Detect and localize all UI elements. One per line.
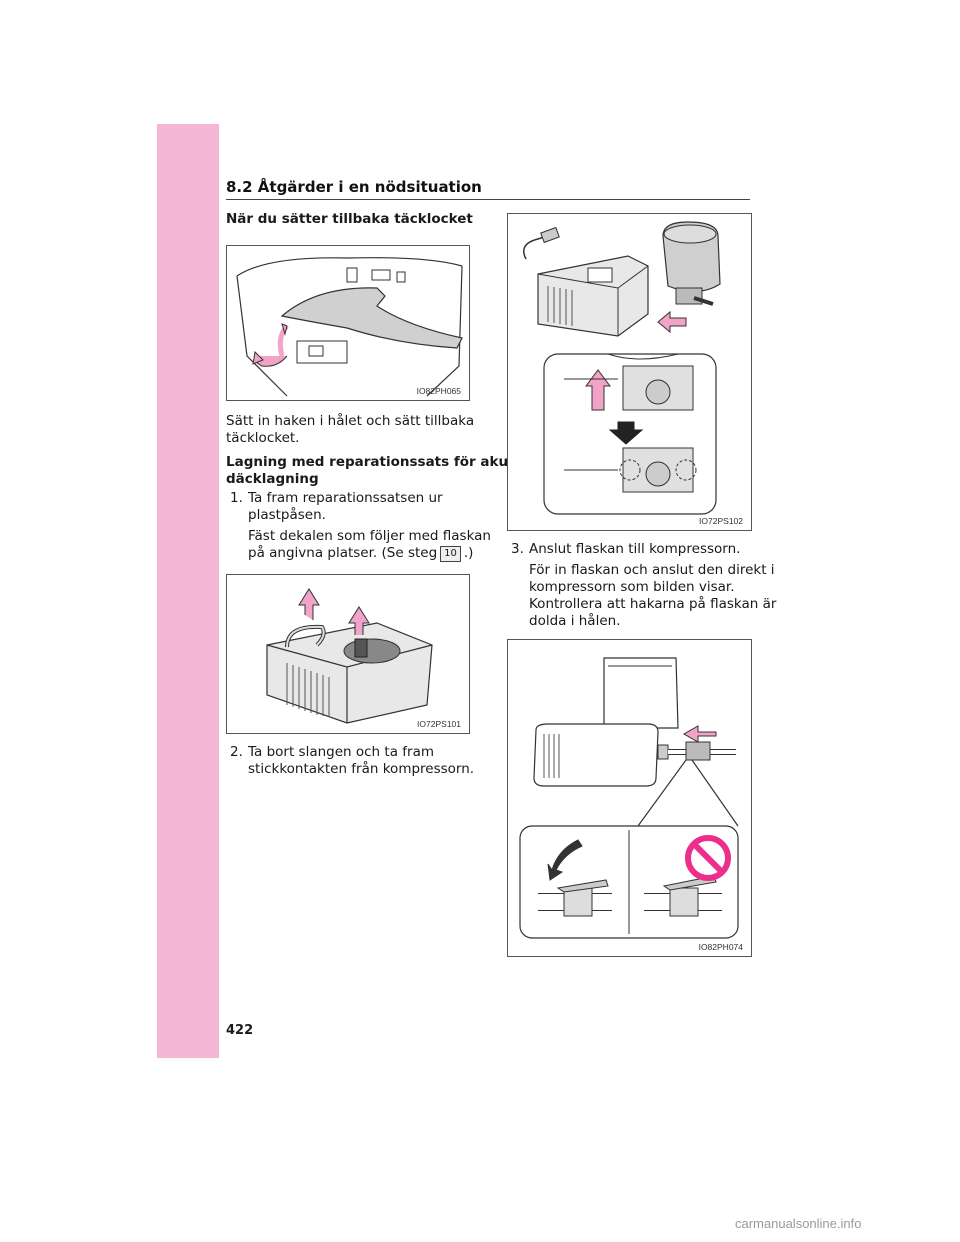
figure-code: IO82PH074 bbox=[698, 942, 743, 952]
step-number: 3. bbox=[511, 541, 524, 557]
text-line: däcklagning bbox=[226, 471, 319, 487]
hook-check-illustration bbox=[519, 657, 739, 939]
section-heading: 8.2 Åtgärder i en nödsituation bbox=[226, 178, 482, 196]
figure-hook-check: IO82PH074 bbox=[507, 639, 752, 957]
figure-code: IO72PS101 bbox=[417, 719, 461, 729]
subheading-cover: När du sätter tillbaka täcklocket bbox=[226, 211, 473, 227]
repair-kit-illustration bbox=[266, 588, 433, 724]
step-reference-box: 10 bbox=[440, 546, 461, 562]
step-note-text: på angivna platser. (Se steg bbox=[248, 545, 438, 561]
figure-code: IO82PH065 bbox=[416, 386, 461, 396]
subheading-repair-kit: Lagning med reparationssats för akut däc… bbox=[226, 454, 515, 488]
text-line: Sätt in haken i hålet och sätt tillbaka bbox=[226, 413, 475, 429]
figure-repair-kit-removal: IO72PS101 bbox=[226, 574, 470, 734]
watermark: carmanualsonline.info bbox=[735, 1216, 862, 1231]
step-note: Fäst dekalen som följer med flaskan bbox=[248, 528, 491, 544]
cover-illustration bbox=[236, 257, 463, 397]
step-note-text: .) bbox=[463, 545, 474, 561]
step-number: 1. bbox=[230, 490, 243, 506]
text-insert-hook: Sätt in haken i hålet och sätt tillbaka … bbox=[226, 413, 474, 447]
figure-cover-installation: IO82PH065 bbox=[226, 245, 470, 401]
step-note: kompressorn som bilden visar. bbox=[529, 579, 735, 595]
page-number: 422 bbox=[226, 1023, 254, 1038]
step-3: 3. Anslut flaskan till kompressorn. För i… bbox=[511, 541, 776, 630]
figure-bottle-connection: IO72PS102 bbox=[507, 213, 752, 531]
step-number: 2. bbox=[230, 744, 243, 760]
step-2: 2. Ta bort slangen och ta fram stickkonta… bbox=[230, 744, 474, 778]
step-1: 1. Ta fram reparationssatsen ur plastpåse… bbox=[230, 490, 491, 562]
step-note: dolda i hålen. bbox=[529, 613, 621, 629]
step-text: plastpåsen. bbox=[248, 507, 326, 523]
bottle-connection-illustration bbox=[523, 221, 721, 515]
step-note: För in flaskan och anslut den direkt i bbox=[529, 562, 775, 578]
figure-code: IO72PS102 bbox=[699, 516, 743, 526]
section-sidebar-tab bbox=[157, 124, 219, 1058]
step-note: Kontrollera att hakarna på flaskan är bbox=[529, 596, 777, 612]
step-text: Ta bort slangen och ta fram bbox=[248, 744, 434, 760]
text-line: Lagning med reparationssats för akut bbox=[226, 454, 515, 470]
step-text: Anslut flaskan till kompressorn. bbox=[529, 541, 741, 557]
text-line: täcklocket. bbox=[226, 430, 300, 446]
section-rule bbox=[226, 199, 750, 200]
step-text: stickkontakten från kompressorn. bbox=[248, 761, 475, 777]
step-text: Ta fram reparationssatsen ur bbox=[248, 490, 443, 506]
